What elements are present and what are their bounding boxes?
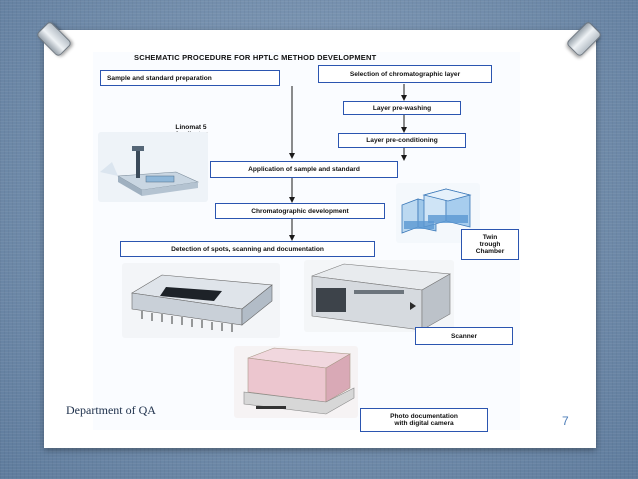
- step-application: Application of sample and standard: [210, 161, 398, 178]
- developing-chamber-photo: [122, 263, 280, 338]
- diagram-title: SCHEMATIC PROCEDURE FOR HPTLC METHOD DEV…: [134, 53, 377, 62]
- step-development: Chromatographic development: [215, 203, 385, 219]
- step-select-layer: Selection of chromatographic layer: [318, 65, 492, 83]
- twin-label-line3: Chamber: [475, 248, 505, 255]
- photo-label-line2: with digital camera: [394, 420, 454, 427]
- twin-label-line2: trough: [479, 241, 501, 248]
- footer-department: Department of QA: [66, 403, 156, 417]
- scanner-label: Scanner: [415, 327, 513, 345]
- step-detection: Detection of spots, scanning and documen…: [120, 241, 375, 257]
- scanner-photo: [304, 260, 454, 332]
- twin-label-line1: Twin: [482, 234, 498, 241]
- step-prewash: Layer pre-washing: [343, 101, 461, 115]
- twin-trough-label: Twin trough Chamber: [461, 229, 519, 260]
- step-precondition: Layer pre-conditioning: [338, 133, 466, 148]
- photo-documentation-label: Photo documentation with digital camera: [360, 408, 488, 432]
- photo-documentation-photo: [234, 346, 358, 418]
- page-number: 7: [562, 414, 569, 428]
- linomat-applicator-photo: [98, 132, 208, 202]
- linomat-label-line1: Linomat 5: [175, 124, 207, 131]
- photo-label-line1: Photo documentation: [390, 413, 458, 420]
- twin-trough-chamber-photo: [396, 183, 480, 243]
- step-sample-preparation: Sample and standard preparation: [100, 70, 280, 86]
